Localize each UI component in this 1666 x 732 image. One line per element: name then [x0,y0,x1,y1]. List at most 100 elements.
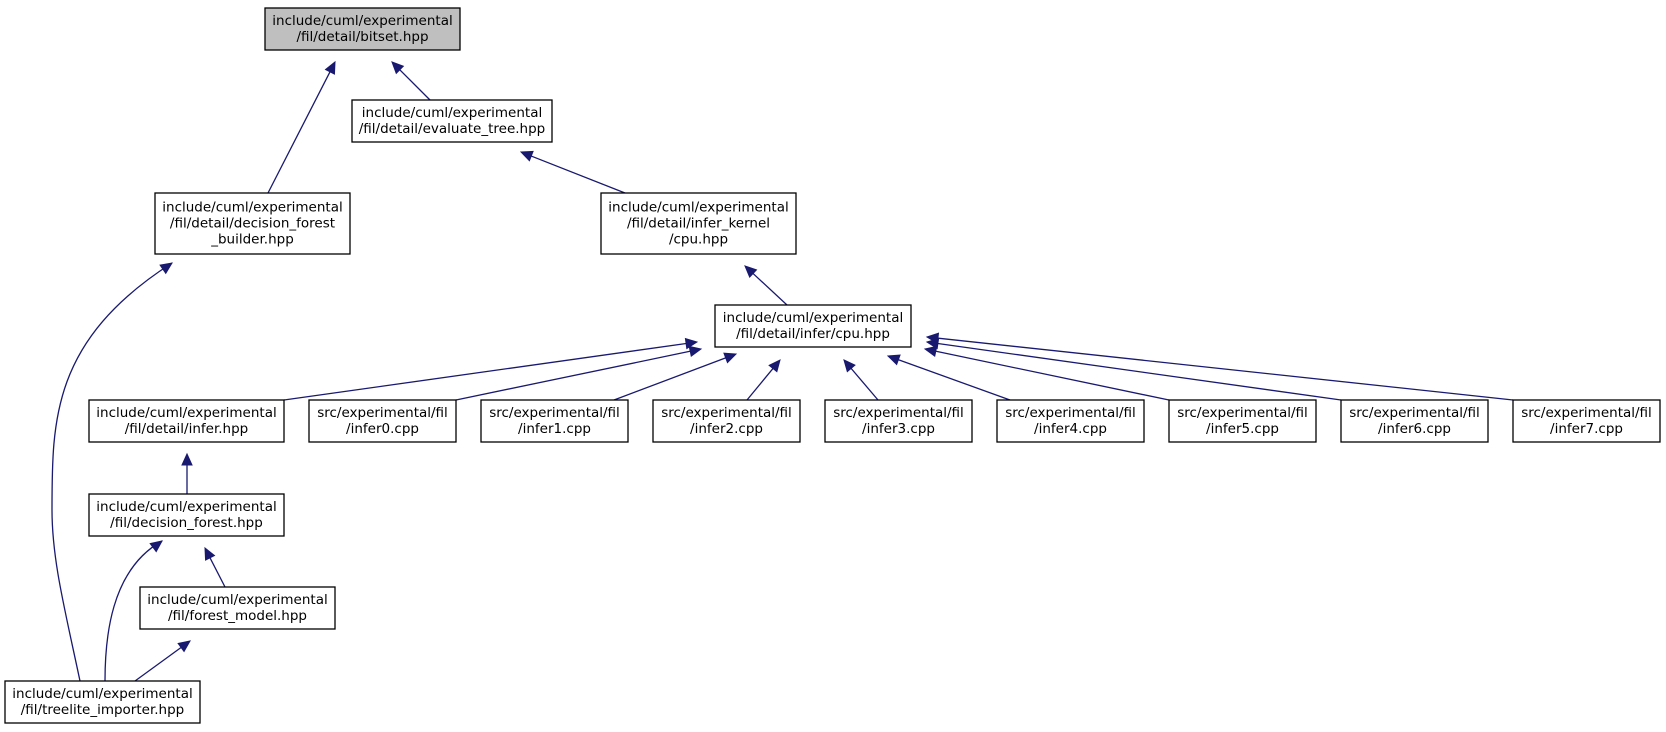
edge-line [849,367,879,401]
node-label-line: /fil/detail/bitset.hpp [296,29,428,45]
node-infer-cpu[interactable]: include/cuml/experimental/fil/detail/inf… [714,304,912,348]
edge-infer4-to-infer_cpu [886,354,1011,401]
node-infer-kernel-cpu[interactable]: include/cuml/experimental/fil/detail/inf… [600,192,797,255]
node-infer6[interactable]: src/experimental/fil/infer6.cpp [1340,399,1489,443]
edge-line [897,358,1011,401]
edge-line [936,342,1342,401]
node-infer5[interactable]: src/experimental/fil/infer5.cpp [1168,399,1317,443]
edge-arrowhead [688,345,703,357]
node-label-line: /infer3.cpp [862,421,935,437]
node-label-line: /infer4.cpp [1034,421,1107,437]
edge-arrowhead [177,640,191,653]
edge-arrowhead [324,60,336,75]
edge-infer6-to-infer_cpu [925,337,1342,401]
node-forest-model[interactable]: include/cuml/experimental/fil/forest_mod… [139,586,336,630]
node-infer2[interactable]: src/experimental/fil/infer2.cpp [652,399,801,443]
edge-forest_model-to-decision_forest [204,546,226,588]
node-label-line: src/experimental/fil [1177,405,1308,421]
edge-evaluate_tree-to-bitset [391,61,431,101]
node-label-line: src/experimental/fil [317,405,448,421]
edge-arrowhead [925,332,940,344]
node-decision-forest-builder[interactable]: include/cuml/experimental/fil/detail/dec… [154,192,351,255]
edge-decision_forest-to-infer_hpp [181,452,193,494]
node-label-line: include/cuml/experimental [162,200,342,216]
edge-infer_hpp-to-infer_cpu [283,337,699,401]
node-evaluate-tree[interactable]: include/cuml/experimental/fil/detail/eva… [351,99,553,143]
node-infer3[interactable]: src/experimental/fil/infer3.cpp [824,399,973,443]
node-box [996,399,1145,443]
node-label-line: /infer6.cpp [1378,421,1451,437]
edges-layer [51,60,1514,682]
node-label-line: include/cuml/experimental [12,686,192,702]
edge-arrowhead [391,61,405,75]
node-box [4,680,201,724]
node-box [1340,399,1489,443]
node-label-line: /infer7.cpp [1550,421,1623,437]
node-label-line: /fil/detail/infer.hpp [125,421,249,437]
edge-line [208,556,226,588]
edge-line [613,356,727,401]
edge-line [398,68,431,101]
edge-infer1-to-infer_cpu [613,352,738,401]
edge-arrowhead [744,265,758,279]
edge-infer2-to-infer_cpu [746,359,781,401]
node-label-line: /fil/detail/infer/cpu.hpp [736,326,890,342]
node-label-line: /infer1.cpp [518,421,591,437]
node-infer4[interactable]: src/experimental/fil/infer4.cpp [996,399,1145,443]
edge-treelite_importer-to-decision_forest_builder [51,262,173,682]
node-box [264,7,461,51]
edge-line [530,155,626,194]
edge-arrowhead [149,540,163,553]
edge-line [134,646,183,682]
node-label-line: include/cuml/experimental [96,499,276,515]
edge-line [267,70,332,194]
node-label-line: include/cuml/experimental [608,200,788,216]
edge-arrowhead [204,546,216,561]
node-decision-forest[interactable]: include/cuml/experimental/fil/decision_f… [88,493,285,537]
node-label-line: /fil/detail/evaluate_tree.hpp [359,121,545,137]
edge-arrowhead [181,452,193,466]
edge-decision_forest_builder-to-bitset [267,60,336,194]
node-infer-hpp[interactable]: include/cuml/experimental/fil/detail/inf… [88,399,285,443]
node-label-line: src/experimental/fil [833,405,964,421]
node-box [600,192,797,255]
edge-arrowhead [923,345,938,358]
edge-line [283,342,688,401]
node-label-line: /fil/detail/decision_forest [170,216,335,232]
edge-arrowhead [843,359,856,373]
node-label-line: include/cuml/experimental [96,405,276,421]
node-label-line: /fil/detail/infer_kernel [627,216,770,232]
node-box [351,99,553,143]
node-box [88,493,285,537]
node-label-line: include/cuml/experimental [147,592,327,608]
node-label-line: /fil/treelite_importer.hpp [21,702,185,718]
edge-line [751,272,788,306]
node-treelite-importer[interactable]: include/cuml/experimental/fil/treelite_i… [4,680,201,724]
node-bitset[interactable]: include/cuml/experimental/fil/detail/bit… [264,7,461,51]
edge-treelite_importer-to-forest_model [134,640,191,682]
edge-line [455,350,692,401]
edge-line [746,367,775,401]
node-label-line: /infer2.cpp [690,421,763,437]
node-label-line: src/experimental/fil [661,405,792,421]
edge-line [104,540,163,682]
node-infer0[interactable]: src/experimental/fil/infer0.cpp [308,399,457,443]
node-box [139,586,336,630]
edge-arrowhead [886,354,901,366]
node-label-line: /infer0.cpp [346,421,419,437]
node-label-line: /infer5.cpp [1206,421,1279,437]
node-label-line: src/experimental/fil [1349,405,1480,421]
edge-infer_kernel_cpu-to-evaluate_tree [519,150,626,194]
node-box [154,192,351,255]
node-box [1168,399,1317,443]
edge-arrowhead [723,352,738,364]
node-label-line: /fil/forest_model.hpp [168,608,307,624]
node-label-line: src/experimental/fil [489,405,620,421]
node-infer1[interactable]: src/experimental/fil/infer1.cpp [480,399,629,443]
node-infer7[interactable]: src/experimental/fil/infer7.cpp [1512,399,1661,443]
node-box [714,304,912,348]
node-label-line: /fil/decision_forest.hpp [110,515,263,531]
edge-infer3-to-infer_cpu [843,359,879,401]
edge-infer_cpu-to-infer_kernel_cpu [744,265,788,306]
edge-infer7-to-infer_cpu [925,332,1514,401]
